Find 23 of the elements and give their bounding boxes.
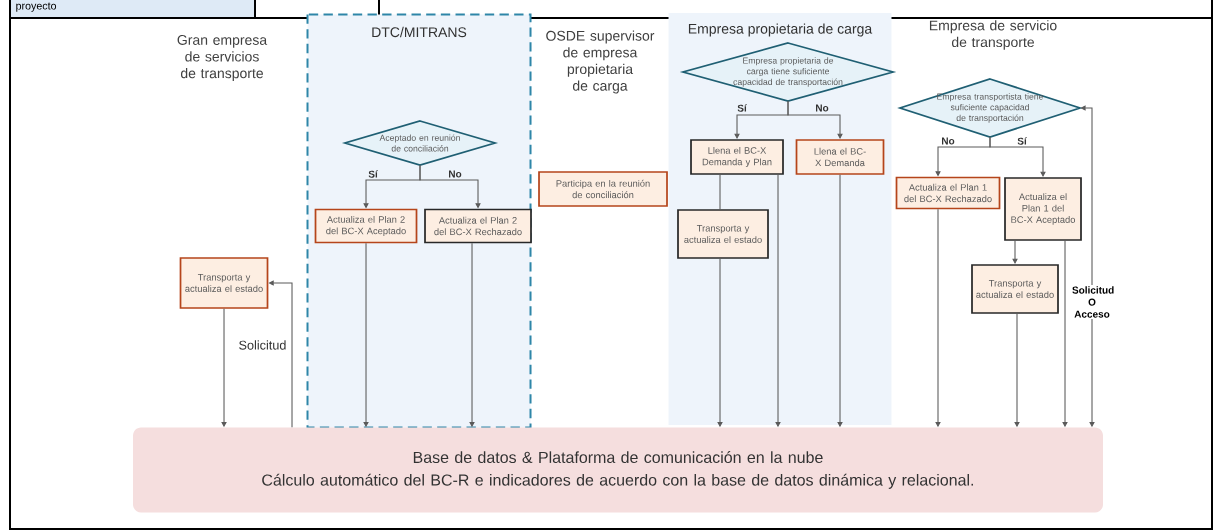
edge-label: Solicitud O Acceso [1070,285,1114,319]
process-box: Llena el BC-X Demanda [795,139,885,175]
process-box: Transporta y actualiza el estado [179,257,269,309]
edge-label: Solicitud [239,340,286,350]
edge-label: No [816,104,829,112]
edge-label: No [942,137,955,145]
process-box: Participa en la reunión de conciliación [538,171,668,207]
edge-label: Sí [1017,137,1027,145]
process-box: Transporta y actualiza el estado [971,264,1059,314]
column-heading: Empresa de servicio de transporte [929,20,1057,50]
process-box: Actualiza el Plan 2 del BC-X Aceptado [314,208,418,244]
edge-label: Sí [737,104,747,112]
column-heading: Gran empresa de servicios de transporte [177,35,268,81]
process-box: Actualiza el Plan 2 del BC-X Rechazado [424,208,532,244]
edge-label: No [449,170,462,178]
process-box: Llena el BC-X Demanda y Plan [690,139,784,175]
table-cell: proyecto [10,0,255,18]
platform-box: Base de datos & Plataforma de comunicación en la nube Cálculo automático del BC-R e indicadores de acuerdo con la base de datos dinámica y relacional. [133,427,1103,513]
edge-label: Sí [368,170,378,178]
column-heading: OSDE supervisor de empresa propietaria de carga [546,30,655,94]
process-box: Actualiza el Plan 1 del BC-X Rechazado [895,176,1001,210]
process-box: Actualiza el Plan 1 del BC-X Aceptado [1004,177,1082,241]
process-box: Transporta y actualiza el estado [677,209,769,259]
